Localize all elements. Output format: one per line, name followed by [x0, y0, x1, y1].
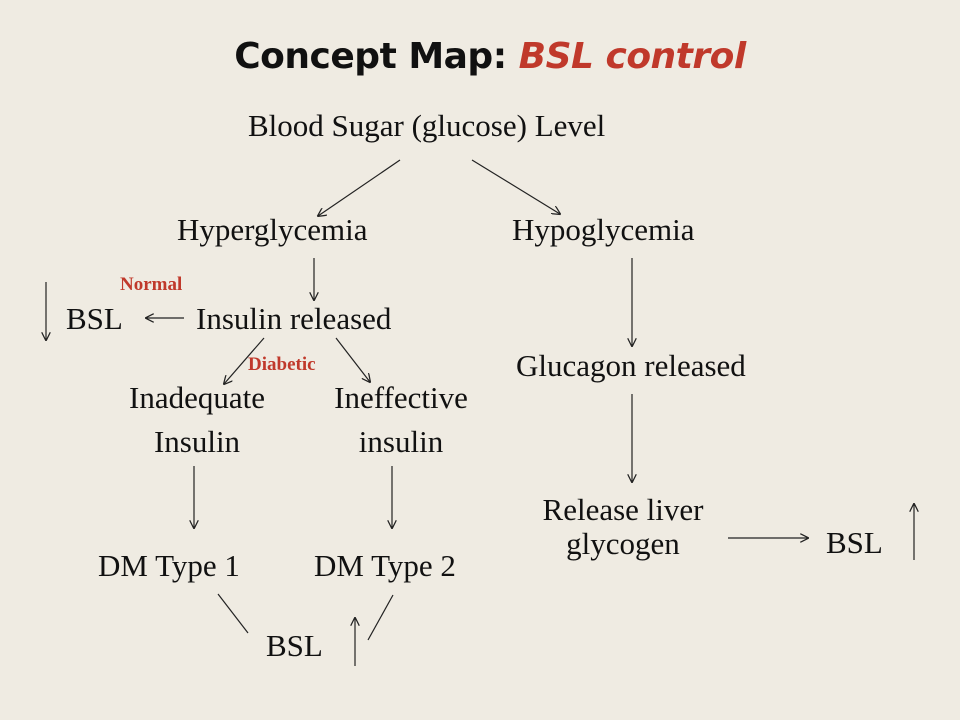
- node-insulin-released: Insulin released: [196, 301, 392, 336]
- title-prefix: Concept Map:: [234, 36, 519, 77]
- arrow-root-to-hypoglycemia: [471, 159, 560, 214]
- node-dm-type-2: DM Type 2: [314, 548, 456, 583]
- node-liver-line1: Release liver: [542, 492, 704, 527]
- node-blood-sugar-level: Blood Sugar (glucose) Level: [248, 108, 606, 143]
- arrow-root-to-hyperglycemia: [318, 159, 401, 216]
- node-hyperglycemia: Hyperglycemia: [177, 212, 368, 247]
- node-bsl-normal: BSL: [66, 301, 123, 336]
- tag-diabetic: Diabetic: [248, 354, 316, 375]
- node-dm-type-1: DM Type 1: [98, 548, 240, 583]
- line-dm1-to-bsl: [217, 593, 249, 634]
- node-bsl-hypo: BSL: [826, 525, 883, 560]
- node-release-liver-glycogen: Release liver glycogen: [514, 492, 732, 562]
- tag-normal: Normal: [120, 274, 183, 295]
- node-inadequate-line1: Inadequate: [129, 380, 265, 415]
- node-liver-line2: glycogen: [566, 526, 680, 561]
- node-ineffective-insulin: Ineffective insulin: [310, 380, 492, 460]
- node-bsl-diabetic: BSL: [266, 628, 323, 663]
- arrow-insulin-to-ineffective: [335, 337, 370, 382]
- node-ineffective-line1: Ineffective: [334, 380, 468, 415]
- title-accent: BSL control: [518, 36, 747, 77]
- node-hypoglycemia: Hypoglycemia: [512, 212, 695, 247]
- node-inadequate-line2: Insulin: [153, 424, 241, 459]
- node-glucagon-released: Glucagon released: [516, 348, 746, 383]
- arrow-insulin-to-inadequate: [224, 337, 265, 384]
- line-dm2-to-bsl: [367, 594, 394, 641]
- node-inadequate-insulin: Inadequate Insulin: [102, 380, 292, 460]
- node-ineffective-line2: insulin: [358, 424, 444, 459]
- page-title: Concept Map: BSL control: [0, 36, 960, 77]
